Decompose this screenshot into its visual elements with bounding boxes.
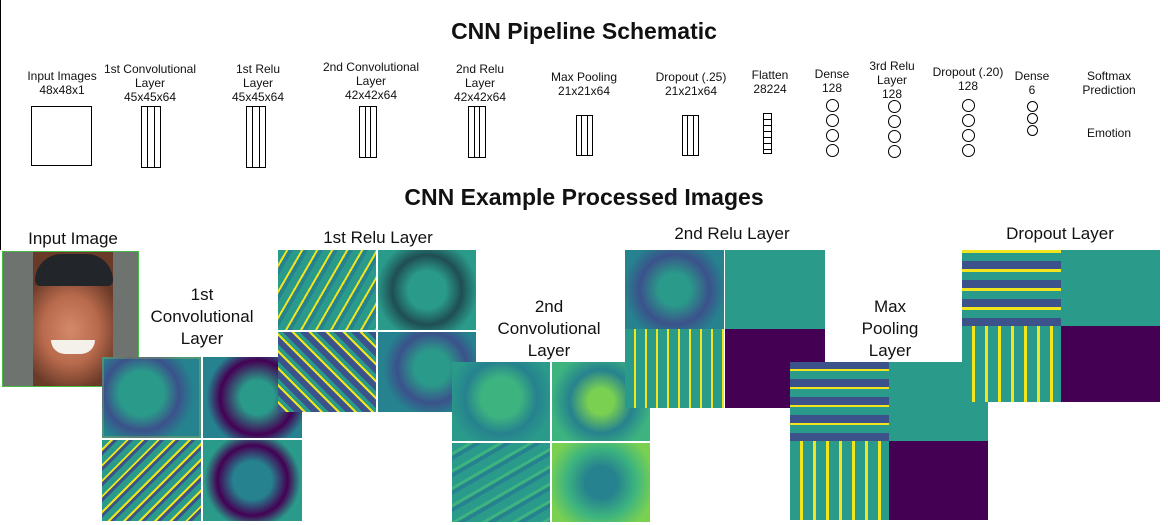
label-relu2: 2nd Relu Layer — [674, 224, 790, 243]
dropout1-stack — [682, 115, 699, 156]
conv2-feature-maps — [452, 362, 650, 522]
label-dropout: Dropout Layer — [1006, 224, 1114, 243]
label-input-image: Input Image — [28, 229, 118, 248]
stage-label-dropout2: Dropout (.20)128 — [932, 65, 1004, 93]
emotion-label: Emotion — [1086, 126, 1132, 140]
conv2-stack — [359, 106, 377, 158]
relu1-feature-maps — [278, 250, 476, 412]
label-conv2: 2nd Convolutional Layer — [497, 297, 601, 360]
conv1-stack — [141, 106, 161, 168]
dense1-neurons — [826, 99, 839, 157]
relu1-stack — [246, 106, 266, 168]
examples-title: CNN Example Processed Images — [404, 184, 764, 210]
flatten-bar — [763, 113, 772, 154]
dense2-neurons — [1027, 101, 1038, 136]
relu3-neurons — [888, 100, 901, 158]
maxpool-stack — [576, 115, 593, 156]
background-left — [3, 252, 33, 386]
label-relu1: 1st Relu Layer — [323, 228, 433, 247]
beanie-shape — [35, 254, 113, 286]
conv1-feature-maps — [102, 357, 302, 521]
dropout2-neurons — [962, 99, 975, 157]
maxpool-feature-maps — [790, 362, 988, 520]
label-maxpool: Max Pooling Layer — [861, 297, 919, 360]
left-border — [0, 0, 1, 250]
stage-label-softmax: Softmax Prediction — [1082, 69, 1136, 97]
stage-label-dropout1: Dropout (.25)21x21x64 — [655, 70, 727, 98]
input-square — [31, 106, 92, 166]
smile-shape — [51, 340, 95, 354]
relu2-stack — [468, 106, 486, 158]
label-conv1: 1st Convolutional Layer — [150, 285, 254, 348]
dropout-feature-maps — [962, 250, 1160, 402]
schematic-title: CNN Pipeline Schematic — [451, 18, 717, 44]
input-face-image — [2, 251, 139, 387]
